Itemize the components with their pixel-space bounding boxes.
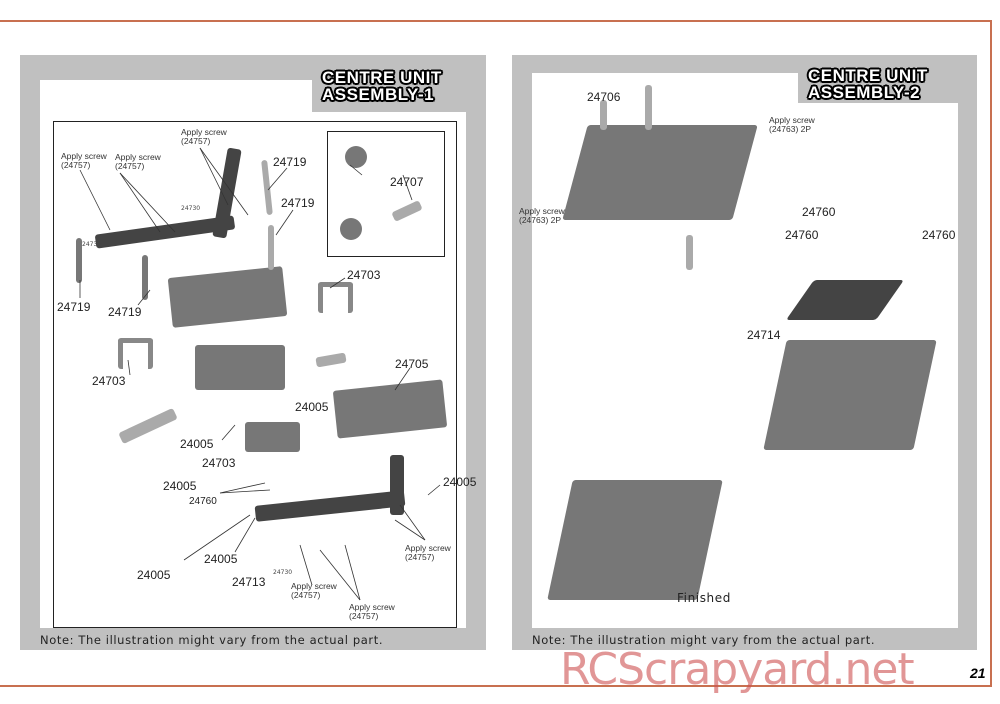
label-text: Apply screw xyxy=(291,581,337,591)
label-text: (24757) xyxy=(349,611,379,621)
left-note: Note: The illustration might vary from t… xyxy=(40,633,384,647)
left-section-title: CENTRE UNIT ASSEMBLY-1 xyxy=(312,55,466,112)
label-text: Apply screw xyxy=(115,152,161,162)
label-text: Apply screw xyxy=(519,206,565,216)
label-text: Apply screw xyxy=(769,115,815,125)
part-number: 24730 xyxy=(181,205,201,212)
part-number: 24714 xyxy=(747,328,781,342)
label-text: Apply screw xyxy=(181,127,227,137)
page-number: 21 xyxy=(970,665,986,681)
label-text: (24757) xyxy=(115,161,145,171)
part-number: 24730 xyxy=(82,241,102,248)
cup xyxy=(340,218,362,240)
chassis-plate-lower-arm xyxy=(390,455,404,515)
label-text: (24763) 2P xyxy=(519,215,562,225)
apply-screw-label: Apply screw(24757) xyxy=(405,544,451,562)
centre-unit-finished xyxy=(547,480,723,600)
apply-screw-label: Apply screw(24763) 2P xyxy=(519,207,565,225)
apply-screw-label: Apply screw(24757) xyxy=(291,582,337,600)
rod xyxy=(76,238,82,283)
part-number: 24705 xyxy=(395,357,429,371)
label-text: Apply screw xyxy=(349,602,395,612)
apply-screw-label: Apply screw(24757) xyxy=(349,603,395,621)
part-number: 24760 xyxy=(802,205,836,219)
part-number: 24706 xyxy=(587,90,621,104)
left-diagram-frame xyxy=(53,121,457,628)
part-number: 24719 xyxy=(281,196,315,210)
label-text: (24757) xyxy=(405,552,435,562)
cup xyxy=(345,146,367,168)
apply-screw-label: Apply screw(24763) 2P xyxy=(769,116,815,134)
label-text: (24763) 2P xyxy=(769,124,812,134)
motor-mount xyxy=(195,345,285,390)
label-text: Apply screw xyxy=(61,151,107,161)
mount-block xyxy=(245,422,300,452)
centre-unit-step2 xyxy=(763,340,937,450)
watermark: RCScrapyard.net xyxy=(560,644,915,695)
rod xyxy=(600,100,607,130)
bracket xyxy=(118,338,153,369)
apply-screw-label: Apply screw(24757) xyxy=(115,153,161,171)
label-text: (24757) xyxy=(291,590,321,600)
bottom-rule xyxy=(0,685,992,687)
part-number: 24703 xyxy=(202,456,236,470)
title-line: ASSEMBLY-2 xyxy=(808,83,921,102)
part-number: 24713 xyxy=(232,575,266,589)
finished-label: Finished xyxy=(677,591,731,605)
right-rule xyxy=(990,20,992,687)
label-text: Apply screw xyxy=(405,543,451,553)
label-text: (24757) xyxy=(181,136,211,146)
rod xyxy=(686,235,693,270)
title-line: ASSEMBLY-1 xyxy=(322,85,435,104)
apply-screw-label: Apply screw(24757) xyxy=(61,152,107,170)
title-line: CENTRE UNIT xyxy=(322,68,442,87)
part-number: 24703 xyxy=(92,374,126,388)
part-number: 24760 xyxy=(922,228,956,242)
part-number: 24719 xyxy=(108,305,142,319)
part-number: 24719 xyxy=(57,300,91,314)
part-number: 24005 xyxy=(295,400,329,414)
rod xyxy=(142,255,148,300)
part-number: 24005 xyxy=(137,568,171,582)
apply-screw-label: Apply screw(24757) xyxy=(181,128,227,146)
part-number: 24703 xyxy=(347,268,381,282)
detail-inset xyxy=(327,131,445,257)
part-number: 24005 xyxy=(180,437,214,451)
part-number: 24760 xyxy=(785,228,819,242)
part-number: 24730 xyxy=(273,569,293,576)
part-number: 24707 xyxy=(390,175,424,189)
rod xyxy=(268,225,274,270)
part-number: 24005 xyxy=(163,479,197,493)
title-line: CENTRE UNIT xyxy=(808,66,928,85)
right-note: Note: The illustration might vary from t… xyxy=(532,633,876,647)
label-text: (24757) xyxy=(61,160,91,170)
part-number: 24719 xyxy=(273,155,307,169)
centre-unit-step1 xyxy=(562,125,758,220)
right-section-title: CENTRE UNIT ASSEMBLY-2 xyxy=(798,55,958,103)
top-rule xyxy=(0,20,992,22)
rod xyxy=(645,85,652,130)
part-number: 24005 xyxy=(204,552,238,566)
part-number: 24005 xyxy=(443,475,477,489)
part-number: 24760 xyxy=(189,496,217,507)
